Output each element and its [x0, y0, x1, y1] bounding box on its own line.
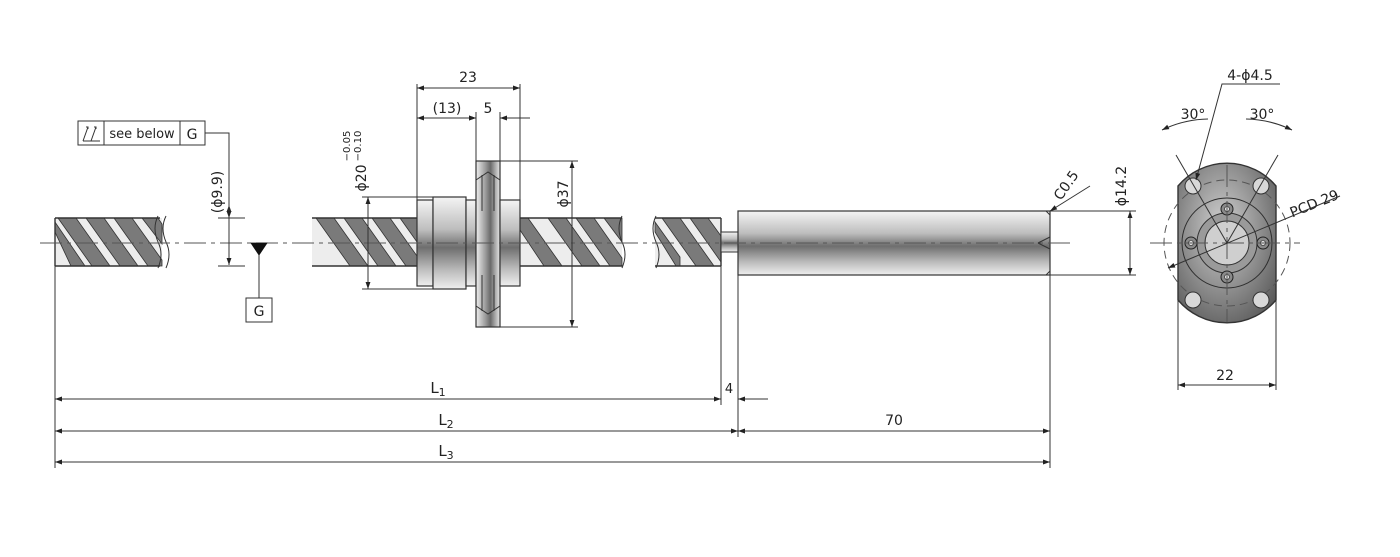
dim-angle-right: 30°	[1250, 107, 1275, 123]
dim-flange-diameter: ϕ37	[500, 160, 578, 328]
dim-shaft-tol-lower: −0.10	[353, 131, 364, 162]
dim-shaft-diameter: ϕ20 −0.05 −0.10	[342, 131, 433, 290]
dim-pcd-text: PCD 29	[1288, 187, 1342, 221]
ball-nut	[416, 160, 521, 328]
dim-chamfer: C0.5	[1049, 168, 1091, 212]
dim-hole-spec: 4-ϕ4.5	[1227, 68, 1272, 84]
callout-datum: G	[187, 127, 198, 143]
dim-shaft-tol-upper: −0.05	[342, 131, 353, 162]
dim-l2: L2	[438, 411, 453, 431]
runout-callout: see below G	[77, 120, 232, 218]
dim-nut-body: (13)	[433, 101, 462, 117]
nut-dimensions: 23 (13) 5	[416, 70, 530, 200]
datum-box-label: G	[254, 304, 265, 320]
dim-end-dia-text: ϕ14.2	[1114, 166, 1130, 206]
dim-end-length: 70	[885, 413, 903, 429]
dim-flange-thickness: 5	[484, 101, 493, 117]
nut-flange	[475, 160, 501, 328]
dim-shaft-dia-text: ϕ20	[354, 164, 370, 191]
length-dimensions: L1 4 L2 70 L3	[54, 252, 1051, 468]
datum-g: G	[245, 242, 273, 323]
mounting-holes	[1184, 177, 1270, 309]
dim-end-diameter: ϕ14.2	[1050, 166, 1136, 276]
dim-flange-width: 22	[1216, 368, 1234, 384]
callout-note: see below	[109, 127, 175, 142]
dim-undercut: 4	[725, 382, 733, 397]
dim-flange-dia-text: ϕ37	[556, 180, 572, 207]
dim-angle-left: 30°	[1181, 107, 1206, 123]
dim-chamfer-text: C0.5	[1051, 168, 1082, 203]
dim-nut-length: 23	[459, 70, 477, 86]
dim-root-dia-text: (ϕ9.9)	[210, 171, 226, 213]
circular-runout-icon	[82, 126, 100, 142]
dim-root-diameter: (ϕ9.9)	[210, 171, 245, 267]
flange-end-view: 30° 30° 4-ϕ4.5 PCD 29 22	[1150, 68, 1341, 390]
dim-l3: L3	[438, 442, 453, 462]
dim-l1: L1	[430, 379, 445, 399]
